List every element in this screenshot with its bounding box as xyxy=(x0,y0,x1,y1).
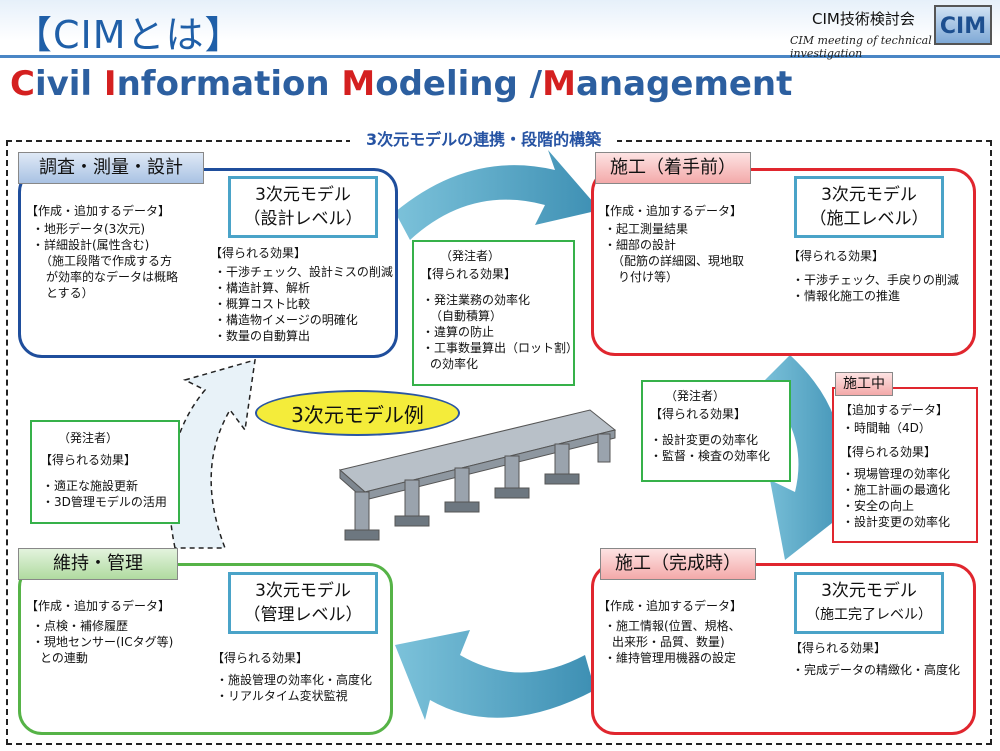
cycle-arrow-bottom xyxy=(395,630,595,720)
construct-done-effect-item: ・完成データの精緻化・高度化 xyxy=(792,663,961,677)
maintenance-model-line2: （管理レベル） xyxy=(243,605,363,625)
maintenance-data-item: ・点検・補修履歴 xyxy=(32,619,129,633)
design-data-item: （施工段階で作成する方 xyxy=(40,254,173,268)
construct-done-effects-heading: 【得られる効果】 xyxy=(790,641,887,655)
model-example-oval: 3次元モデル例 xyxy=(255,390,460,436)
construct-mid-effect-item: ・現場管理の効率化 xyxy=(842,467,951,481)
owner-top-heading: （発注者） xyxy=(440,249,501,263)
construct-start-data-item: ・起工測量結果 xyxy=(604,222,689,236)
header-rule xyxy=(0,55,1000,58)
owner-effects-box-right xyxy=(641,380,791,482)
construct-start-data-item: （配筋の詳細図、現地取 xyxy=(612,254,745,268)
design-data-item: ・地形データ(3次元) xyxy=(32,222,145,236)
maintenance-model-line1: 3次元モデル xyxy=(255,581,351,601)
construct-mid-data-heading: 【追加するデータ】 xyxy=(840,403,949,417)
construct-start-data-item: ・細部の設計 xyxy=(604,238,677,252)
header-bar xyxy=(0,0,1000,58)
construct-done-data-heading: 【作成・追加するデータ】 xyxy=(598,599,743,613)
construct-start-tab: 施工（着手前） xyxy=(595,152,751,184)
owner-right-effect-item: ・設計変更の効率化 xyxy=(650,433,759,447)
construct-done-model-box: 3次元モデル （施工完了レベル） xyxy=(794,572,944,634)
maintenance-data-item: との連動 xyxy=(40,651,88,665)
cycle-arrow-left xyxy=(168,358,256,549)
owner-right-effect-item: ・監督・検査の効率化 xyxy=(650,449,771,463)
construct-start-effect-item: ・情報化施工の推進 xyxy=(792,289,901,303)
owner-top-effect-item: ・違算の防止 xyxy=(422,325,495,339)
maintenance-effect-item: ・施設管理の効率化・高度化 xyxy=(216,673,373,687)
design-data-item: ・詳細設計(属性含む) xyxy=(32,238,150,252)
design-effects-heading: 【得られる効果】 xyxy=(210,246,307,260)
owner-left-effect-item: ・3D管理モデルの活用 xyxy=(42,495,167,509)
construct-start-effects-heading: 【得られる効果】 xyxy=(788,249,885,263)
maintenance-data-heading: 【作成・追加するデータ】 xyxy=(26,599,171,613)
owner-top-effect-item: の効率化 xyxy=(430,357,479,371)
owner-right-heading: （発注者） xyxy=(665,389,726,403)
subtitle-nformation: nformation xyxy=(116,64,342,104)
owner-top-effects-heading: 【得られる効果】 xyxy=(420,267,517,281)
owner-left-effect-item: ・適正な施設更新 xyxy=(42,479,139,493)
design-data-heading: 【作成・追加するデータ】 xyxy=(26,204,171,218)
slide-subtitle: Civil Information Modeling /Management xyxy=(10,64,792,104)
design-model-box: 3次元モデル （設計レベル） xyxy=(228,176,378,238)
owner-effects-box-left xyxy=(30,420,180,524)
design-effect-item: ・構造物イメージの明確化 xyxy=(214,313,358,327)
construct-done-model-line1: 3次元モデル xyxy=(821,581,917,601)
construct-start-data-item: り付け等） xyxy=(618,270,679,284)
construct-start-model-line1: 3次元モデル xyxy=(821,185,917,205)
construct-mid-effect-item: ・施工計画の最適化 xyxy=(842,483,951,497)
design-model-line1: 3次元モデル xyxy=(255,185,351,205)
construct-done-data-item: 出来形・品質、数量) xyxy=(612,635,725,649)
construct-start-model-box: 3次元モデル （施工レベル） xyxy=(794,176,944,238)
org-subtitle: CIM meeting of technical investigation xyxy=(790,34,932,60)
design-effect-item: ・数量の自動算出 xyxy=(214,329,311,343)
design-effect-item: ・干渉チェック、設計ミスの削減 xyxy=(214,265,393,279)
owner-left-heading: （発注者） xyxy=(58,431,119,445)
subtitle-odeling: odeling / xyxy=(375,64,543,104)
bridge-model-illustration xyxy=(338,409,617,541)
cim-logo: CIM xyxy=(934,5,992,45)
workflow-frame-label: 3次元モデルの連携・段階的構築 xyxy=(350,126,618,150)
construct-mid-tab: 施工中 xyxy=(835,372,893,396)
design-effect-item: ・概算コスト比較 xyxy=(214,297,311,311)
maintenance-effects-heading: 【得られる効果】 xyxy=(212,651,309,665)
owner-top-effect-item: ・発注業務の効率化 xyxy=(422,293,531,307)
construct-mid-box xyxy=(832,387,978,543)
maintenance-data-item: ・現地センサー(ICタグ等) xyxy=(32,635,174,649)
owner-top-effect-item: （自動積算） xyxy=(430,309,503,323)
slide-title: 【CIMとは】 xyxy=(14,13,244,57)
construct-done-tab: 施工（完成時） xyxy=(600,548,756,580)
construct-done-data-item: ・維持管理用機器の設定 xyxy=(604,651,737,665)
subtitle-i: I xyxy=(103,64,117,104)
owner-top-effect-item: ・工事数量算出（ロット割） xyxy=(422,341,579,355)
subtitle-m2: M xyxy=(542,64,576,104)
construct-done-data-item: ・施工情報(位置、規格、 xyxy=(604,619,741,633)
design-model-line2: （設計レベル） xyxy=(243,209,363,229)
subtitle-ivil: ivil xyxy=(34,64,104,104)
org-name: CIM技術検討会 xyxy=(812,10,915,28)
design-data-item: が効率的なデータは概略 xyxy=(46,270,179,284)
design-effect-item: ・構造計算、解析 xyxy=(214,281,311,295)
construct-start-effect-item: ・干渉チェック、手戻りの削減 xyxy=(792,273,959,287)
design-stage-tab: 調査・測量・設計 xyxy=(18,152,204,184)
construct-start-model-line2: （施工レベル） xyxy=(809,209,929,229)
subtitle-c: C xyxy=(10,64,35,104)
owner-effects-box-top xyxy=(412,240,575,386)
cycle-arrow-top xyxy=(395,150,600,240)
construct-mid-effects-heading: 【得られる効果】 xyxy=(840,445,937,459)
owner-right-effects-heading: 【得られる効果】 xyxy=(650,407,747,421)
construct-start-data-heading: 【作成・追加するデータ】 xyxy=(598,204,743,218)
subtitle-anagement: anagement xyxy=(575,64,793,104)
maintenance-model-box: 3次元モデル （管理レベル） xyxy=(228,572,378,634)
construct-mid-effect-item: ・安全の向上 xyxy=(842,499,915,513)
owner-left-effects-heading: 【得られる効果】 xyxy=(40,453,137,467)
subtitle-m1: M xyxy=(341,64,376,104)
maintenance-tab: 維持・管理 xyxy=(18,548,178,580)
construct-done-model-line2: （施工完了レベル） xyxy=(806,607,932,623)
construct-mid-effect-item: ・設計変更の効率化 xyxy=(842,515,951,529)
construct-mid-data-item: ・時間軸（4D） xyxy=(842,421,931,435)
design-data-item: とする） xyxy=(46,286,94,300)
maintenance-effect-item: ・リアルタイム変状監視 xyxy=(216,689,348,703)
